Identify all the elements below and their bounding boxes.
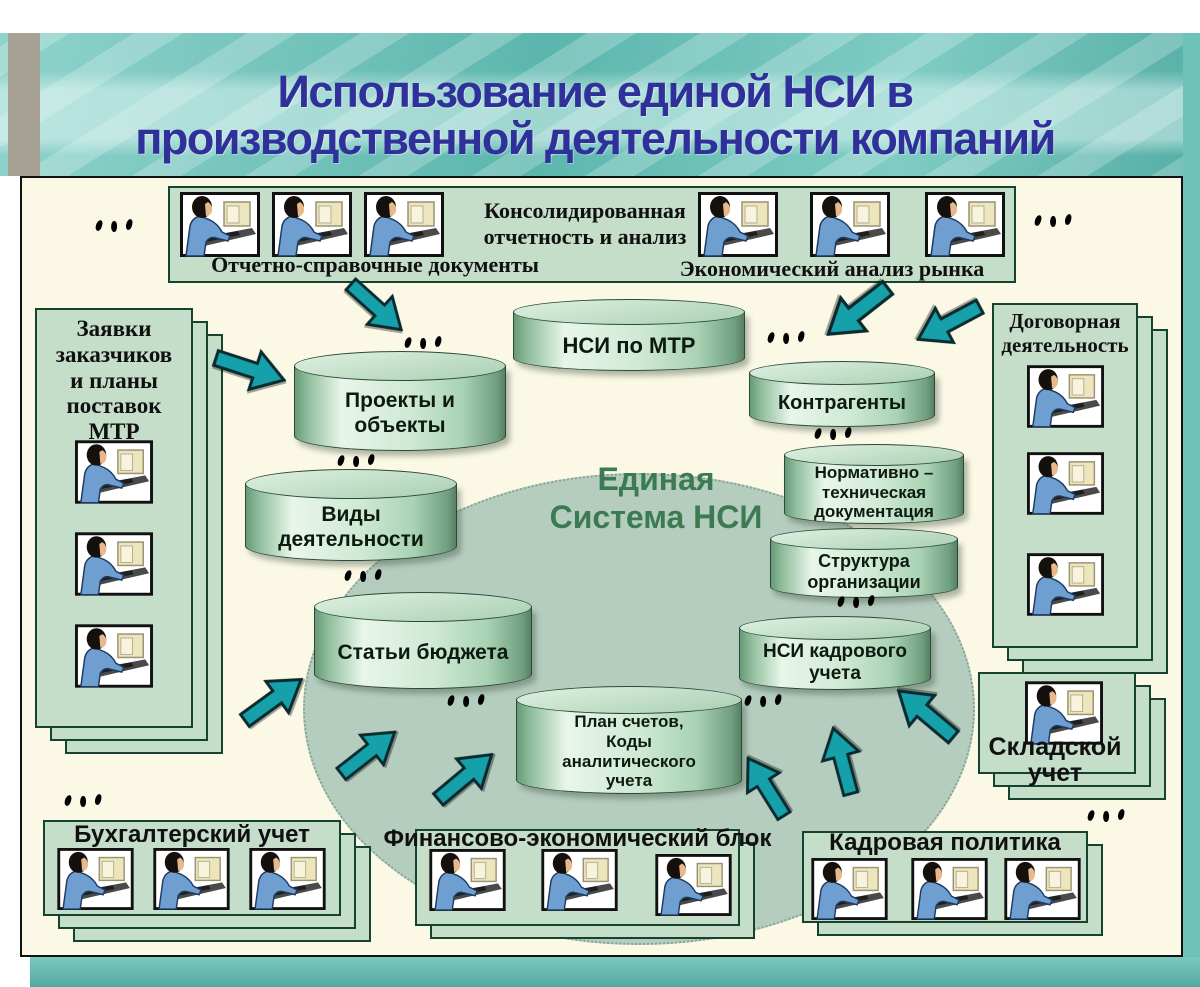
- flow-arrow: [238, 677, 304, 729]
- contracts-panel-title: Договорная деятельность: [1001, 309, 1129, 358]
- connection-dots: [403, 335, 443, 350]
- cylinder-projects: Проекты и объекты: [294, 351, 506, 451]
- person-at-computer-icon: [75, 622, 153, 690]
- person-at-computer-icon: [810, 192, 890, 257]
- connection-dots: [766, 330, 806, 345]
- central-system-label: Единая Система НСИ: [549, 461, 763, 536]
- person-at-computer-icon: [180, 192, 260, 257]
- contracts-panel: Договорная деятельность: [992, 303, 1168, 674]
- cylinder-body: [784, 455, 964, 524]
- connection-dots: [343, 568, 383, 583]
- cylinder-top: [513, 299, 745, 325]
- flow-arrow: [820, 725, 862, 798]
- connection-dots: [446, 693, 486, 708]
- cylinder-chart-of-accounts: План счетов, Коды аналитического учета: [516, 686, 742, 794]
- flow-arrow: [431, 752, 494, 808]
- cylinder-label: Проекты и объекты: [345, 389, 455, 437]
- connection-dots: [1086, 808, 1126, 823]
- connection-dots: [94, 218, 134, 233]
- connection-dots: [336, 453, 376, 468]
- person-at-computer-icon: [911, 858, 988, 920]
- cylinder-label: Виды деятельности: [278, 503, 424, 551]
- slide-title: Использование единой НСИ в производствен…: [0, 66, 1190, 164]
- person-at-computer-icon: [1027, 553, 1104, 616]
- person-at-computer-icon: [249, 848, 326, 910]
- person-at-computer-icon: [272, 192, 352, 257]
- person-at-computer-icon: [1004, 858, 1081, 920]
- person-at-computer-icon: [153, 848, 230, 910]
- cylinder-top: [516, 686, 742, 714]
- person-at-computer-icon: [541, 849, 618, 911]
- connection-dots: [813, 426, 853, 441]
- decor-bottom-bar: [30, 957, 1200, 987]
- connection-dots: [836, 594, 876, 609]
- hr-box: Кадровая политика: [802, 829, 1103, 936]
- accounting-box: Бухгалтерский учет: [43, 820, 371, 942]
- finance-box-title: Финансово-экономический блок: [383, 825, 772, 852]
- cylinder-contractors: Контрагенты: [749, 361, 935, 427]
- cylinder-label: Нормативно – техническая документация: [814, 463, 934, 522]
- cylinder-label: План счетов, Коды аналитического учета: [562, 712, 696, 791]
- cylinder-org-structure: Структура организации: [770, 528, 958, 598]
- market-analysis-label: Экономический анализ рынка: [679, 256, 985, 281]
- cylinder-normative-docs: Нормативно – техническая документация: [784, 444, 964, 524]
- flow-arrow: [826, 279, 895, 336]
- slide-title-line1: Использование единой НСИ в: [277, 66, 914, 117]
- cylinder-top: [314, 592, 532, 622]
- person-at-computer-icon: [57, 848, 134, 910]
- person-at-computer-icon: [698, 192, 778, 257]
- person-at-computer-icon: [1027, 365, 1104, 428]
- flow-arrow: [915, 298, 986, 345]
- flow-arrow: [896, 689, 961, 745]
- cylinder-label: НСИ по МТР: [562, 332, 696, 358]
- warehouse-panel-title: Складской учет: [988, 733, 1122, 788]
- flow-arrow: [344, 276, 404, 332]
- cylinder-top: [770, 528, 958, 550]
- person-at-computer-icon: [1027, 452, 1104, 515]
- warehouse-panel: Складской учет: [978, 672, 1166, 800]
- consolidated-reporting-label: Консолидированная отчетность и анализ: [483, 198, 687, 250]
- cylinder-label: Статьи бюджета: [337, 640, 509, 664]
- cylinder-budget-items: Статьи бюджета: [314, 592, 532, 689]
- decor-strip: [8, 33, 40, 176]
- cylinder-top: [294, 351, 506, 381]
- cylinder-label: Структура организации: [807, 550, 921, 592]
- cylinder-top: [784, 444, 964, 466]
- orders-panel: Заявки заказчиков и планы поставок МТР: [35, 308, 223, 754]
- flow-arrow: [745, 756, 793, 822]
- connection-dots: [1033, 213, 1073, 228]
- person-at-computer-icon: [429, 849, 506, 911]
- flow-arrow: [211, 348, 287, 392]
- person-at-computer-icon: [655, 854, 732, 916]
- flow-arrow: [334, 730, 397, 782]
- cylinder-nsi-mtr: НСИ по МТР: [513, 299, 745, 371]
- cylinder-top: [245, 469, 457, 499]
- accounting-box-title: Бухгалтерский учет: [74, 821, 310, 848]
- slide-title-line2: производственной деятельности компаний: [135, 112, 1056, 164]
- hr-box-title: Кадровая политика: [829, 829, 1061, 856]
- person-at-computer-icon: [75, 438, 153, 506]
- person-at-computer-icon: [364, 192, 444, 257]
- cylinder-top: [739, 616, 931, 640]
- cylinder-top: [749, 361, 935, 385]
- person-at-computer-icon: [925, 192, 1005, 257]
- orders-panel-title: Заявки заказчиков и планы поставок МТР: [55, 316, 173, 444]
- cylinder-label: НСИ кадрового учета: [762, 640, 908, 684]
- connection-dots: [743, 693, 783, 708]
- person-at-computer-icon: [811, 858, 888, 920]
- cylinder-body: [516, 700, 742, 794]
- cylinder-hr-nsi: НСИ кадрового учета: [739, 616, 931, 690]
- finance-box: Финансово-экономический блок: [384, 825, 771, 939]
- decor-right-edge: [1183, 33, 1200, 987]
- connection-dots: [63, 793, 103, 808]
- cylinder-body: [770, 539, 958, 598]
- cylinder-activities: Виды деятельности: [245, 469, 457, 561]
- person-at-computer-icon: [75, 530, 153, 598]
- header-banner: Использование единой НСИ в производствен…: [0, 33, 1200, 176]
- cylinder-label: Контрагенты: [777, 392, 907, 414]
